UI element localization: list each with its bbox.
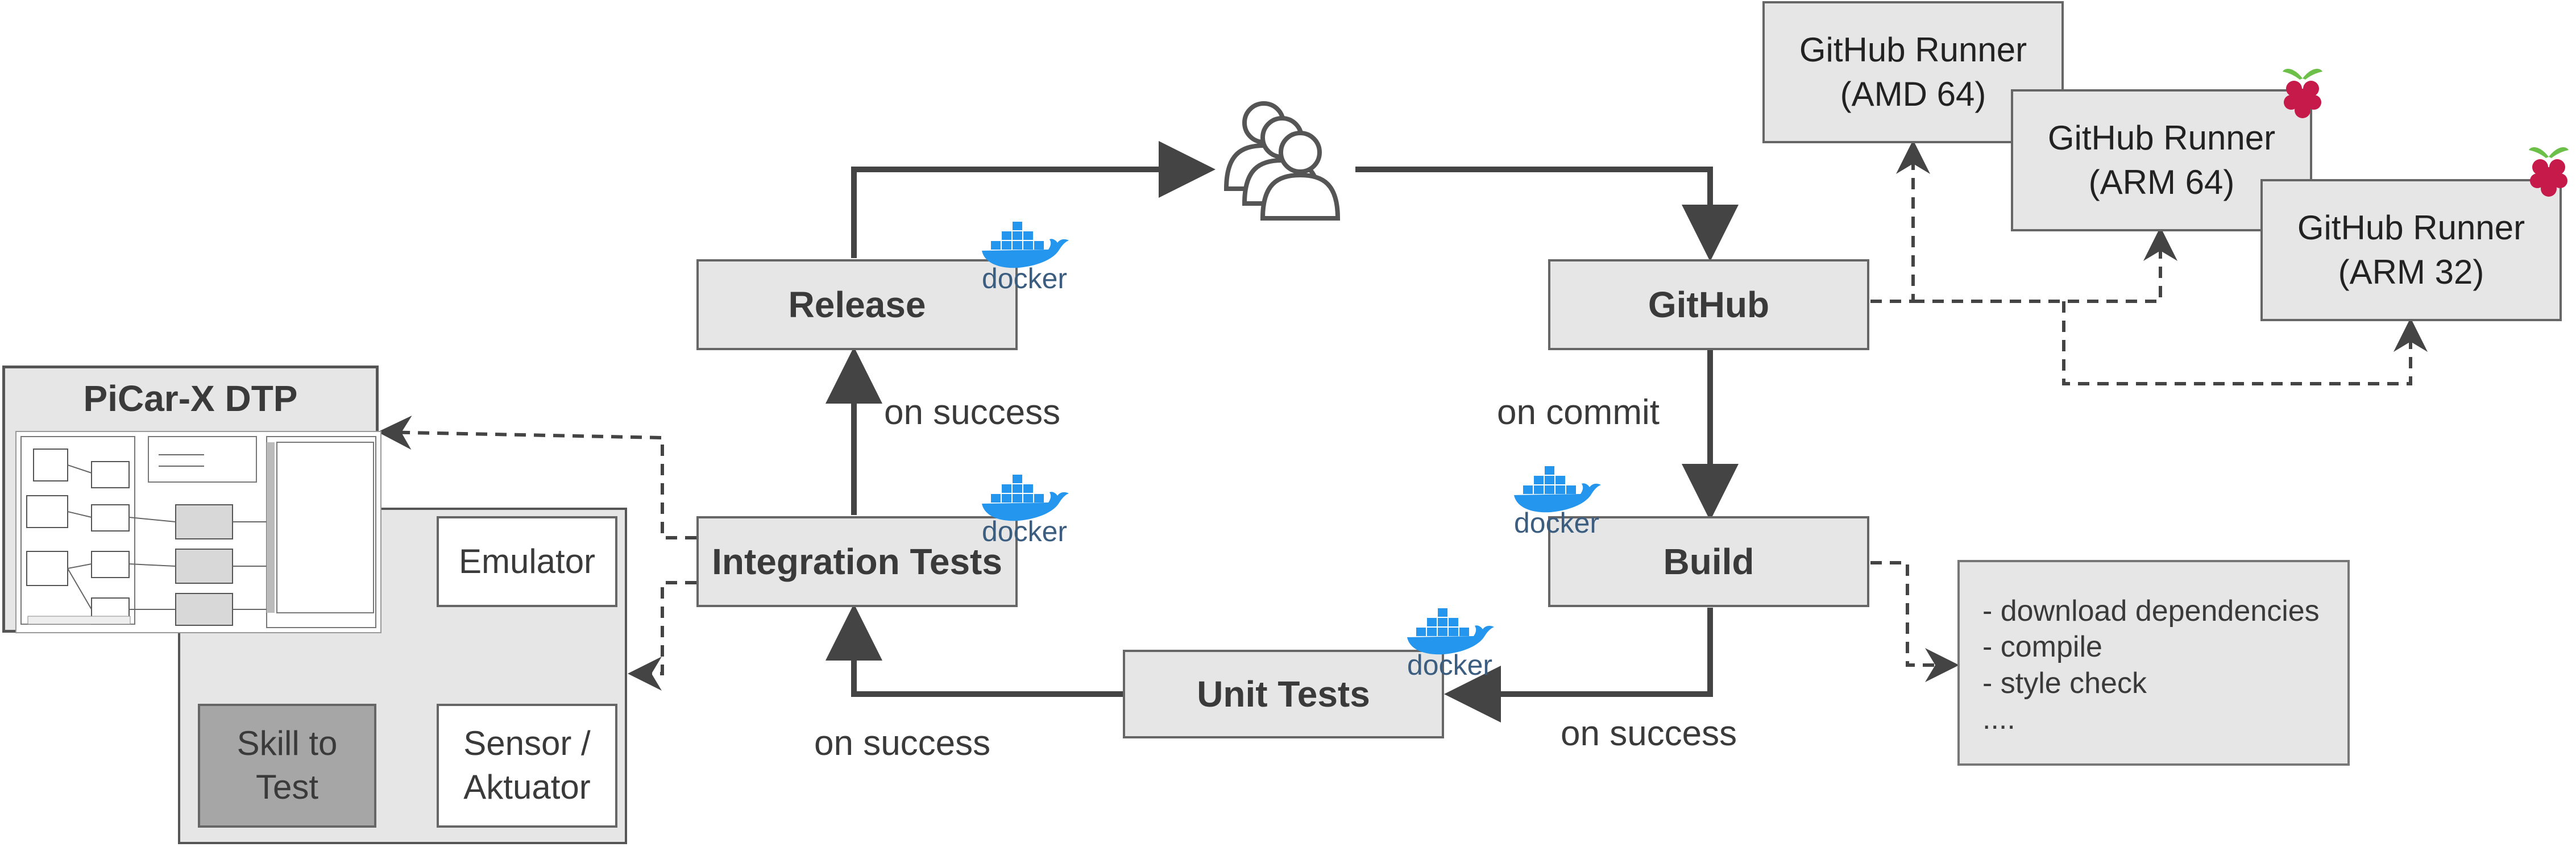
label-on-commit: on commit [1497, 393, 1660, 432]
emulator-label: Emulator [458, 542, 596, 580]
edge-github-to-runner-amd [1870, 140, 1930, 303]
docker-badge-unit-tests: docker [1404, 605, 1495, 679]
unit-tests-node: Unit Tests [1123, 650, 1444, 738]
picar-dtp-panel: PiCar-X DTP [2, 366, 381, 633]
label-unit-on-success: on success [814, 724, 991, 763]
edge-unittests-to-integration [826, 604, 1125, 697]
skill-label-line2: Test [255, 768, 319, 806]
dtp-title: PiCar-X DTP [83, 378, 298, 419]
edge-github-to-runner-arm32 [2062, 301, 2428, 385]
runner-arm64-line1: GitHub Runner [2047, 119, 2276, 157]
raspberry-pi-icon [2529, 147, 2569, 197]
build-node: Build [1548, 516, 1869, 607]
release-node: Release [696, 259, 1018, 350]
build-step-2: - style check [1982, 666, 2147, 700]
edge-integration-to-dtp [378, 416, 696, 539]
runner-amd64-line2: (AMD 64) [1840, 75, 1986, 113]
docker-badge-integration: docker [979, 472, 1070, 546]
docker-whale-icon [982, 222, 1069, 268]
docker-whale-icon [982, 475, 1069, 521]
github-label: GitHub [1648, 284, 1770, 325]
github-node: GitHub [1548, 259, 1869, 350]
runner-arm32-line2: (ARM 32) [2338, 253, 2484, 291]
build-step-1: - compile [1982, 630, 2102, 664]
edge-users-to-github [1355, 167, 1739, 261]
sensor-label-line1: Sensor / [463, 724, 591, 763]
edge-github-to-runner-arm64 [1913, 227, 2177, 303]
build-steps-box: - download dependencies - compile - styl… [1957, 560, 2350, 766]
docker-badge-release: docker [979, 219, 1070, 293]
label-release-on-success: on success [884, 393, 1061, 432]
runner-arm32-line1: GitHub Runner [2297, 209, 2525, 247]
integration-tests-label: Integration Tests [712, 541, 1002, 582]
docker-whale-icon [1407, 608, 1494, 655]
build-step-3: .... [1982, 703, 2015, 736]
skill-label-line1: Skill to [237, 724, 338, 763]
runner-arm64: GitHub Runner (ARM 64) [2011, 89, 2312, 231]
runner-arm64-line2: (ARM 64) [2088, 163, 2235, 201]
skill-to-test-node: Skill to Test [198, 704, 376, 828]
integration-tests-node: Integration Tests [696, 516, 1018, 607]
dtp-thumbnail [15, 431, 381, 633]
edge-build-to-steps [1870, 561, 1959, 682]
emulator-node: Emulator [437, 516, 617, 607]
edge-build-to-unittests [1444, 608, 1713, 723]
sensor-aktuator-node: Sensor / Aktuator [437, 704, 617, 828]
docker-badge-build: docker [1511, 463, 1602, 537]
release-label: Release [788, 284, 926, 325]
runner-arm32: GitHub Runner (ARM 32) [2260, 179, 2562, 321]
sensor-label-line2: Aktuator [463, 768, 591, 806]
edge-integration-to-emulation [628, 581, 696, 691]
edge-release-to-users [851, 141, 1216, 258]
runner-amd64-line1: GitHub Runner [1799, 31, 2027, 69]
build-step-0: - download dependencies [1982, 595, 2320, 628]
raspberry-pi-icon [2283, 69, 2322, 118]
unit-tests-label: Unit Tests [1197, 674, 1370, 715]
build-label: Build [1663, 541, 1754, 582]
label-build-on-success: on success [1561, 714, 1737, 753]
dtp-thumbnail-diagram [20, 436, 376, 628]
docker-whale-icon [1514, 466, 1601, 513]
users-group-icon [1223, 101, 1341, 221]
